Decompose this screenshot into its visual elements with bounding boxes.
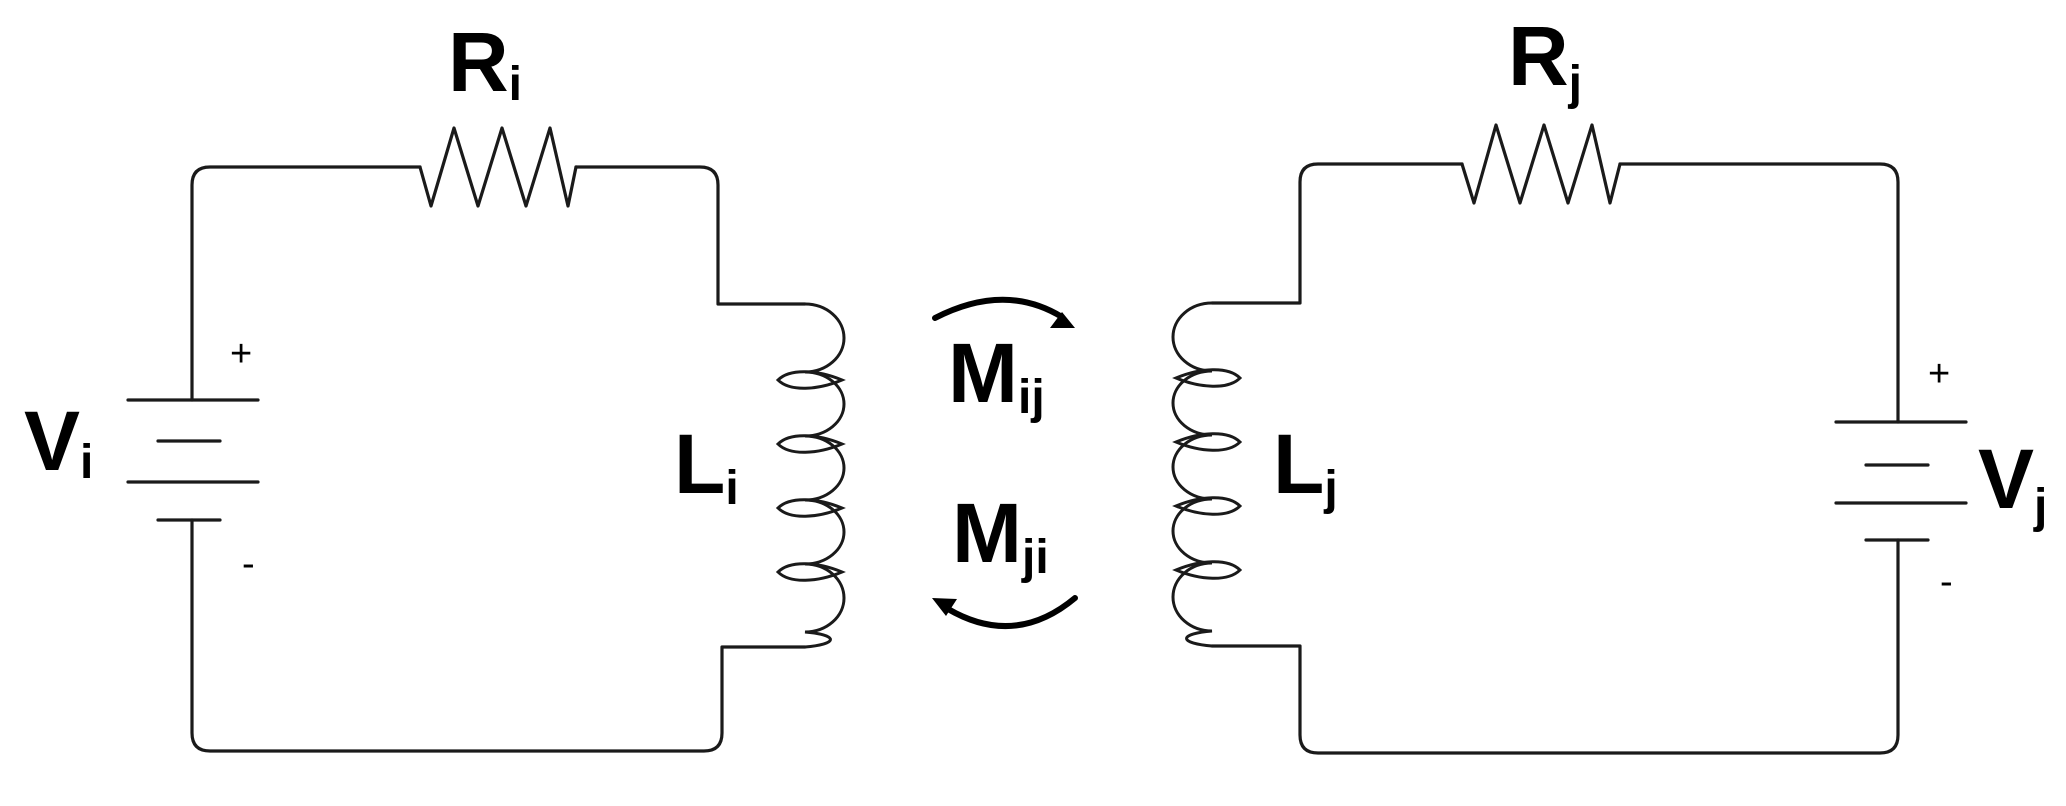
mutual-inductance-ij-label: Mij xyxy=(948,326,1045,424)
circuit-j-wires xyxy=(1210,162,1900,755)
coupling-arrow-ij xyxy=(932,296,1075,328)
source-j-minus-sign: - xyxy=(1940,561,1953,603)
battery-i xyxy=(126,398,260,522)
inductor-i-label: Li xyxy=(674,417,739,515)
inductor-j-label: Lj xyxy=(1273,417,1338,515)
resistor-i-zigzag xyxy=(418,126,578,208)
coupling-arrow-ji xyxy=(932,595,1078,630)
battery-j xyxy=(1834,420,1968,542)
source-j-plus-sign: + xyxy=(1928,353,1950,395)
resistor-i-label: Ri xyxy=(448,15,522,111)
circuit-i xyxy=(126,126,846,753)
mutual-inductance-ji-label: Mji xyxy=(952,486,1049,584)
source-i-plus-sign: + xyxy=(230,333,252,375)
circuit-i-wires xyxy=(190,165,807,753)
inductor-i-coil xyxy=(775,302,846,649)
resistor-j-label: Rj xyxy=(1508,9,1582,110)
source-j-label: Vj xyxy=(1978,432,2047,533)
circuit-j xyxy=(1171,123,1968,755)
inductor-j-coil xyxy=(1171,301,1243,648)
source-i-label: Vi xyxy=(24,394,93,489)
source-i-minus-sign: - xyxy=(242,543,255,585)
resistor-j-zigzag xyxy=(1460,123,1622,205)
